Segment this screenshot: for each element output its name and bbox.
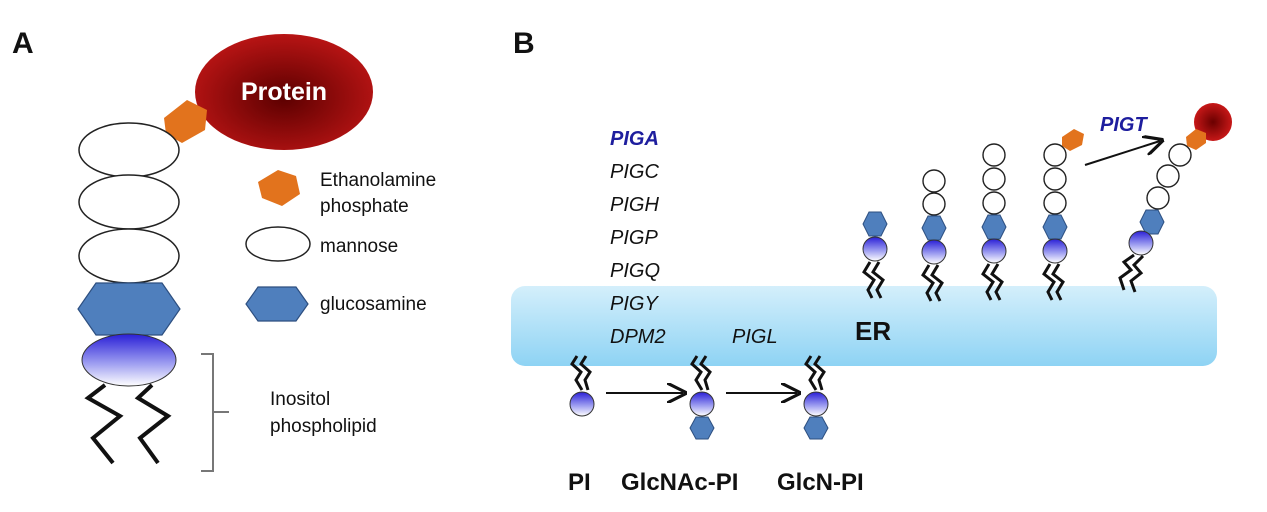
- molecule-glcn-pi: [803, 355, 829, 440]
- legend-glucosamine-icon: [245, 286, 309, 322]
- inositol-ellipse: [81, 333, 177, 387]
- gene-pigc: PIGC: [610, 161, 659, 183]
- er-membrane: [511, 286, 1217, 366]
- legend-mannose-label: mannose: [320, 236, 398, 257]
- legend-ethanolamine-line2: phosphate: [320, 196, 409, 217]
- glucosamine-hexagon: [77, 282, 181, 336]
- stage-label-pi: PI: [568, 469, 591, 496]
- arrow-pigt: [1084, 141, 1160, 166]
- stage-label-glcnac-pi: GlcNAc-PI: [621, 469, 738, 496]
- gene-pigt: PIGT: [1100, 114, 1148, 136]
- gene-pigl: PIGL: [732, 326, 778, 348]
- mannose-3: [78, 228, 180, 284]
- phospholipid-label: phospholipid: [270, 416, 377, 437]
- intermediate-luminal-4: [1042, 129, 1084, 301]
- gene-pigh: PIGH: [610, 194, 659, 216]
- legend-mannose-icon: [245, 226, 311, 262]
- lipid-tail-right: [134, 383, 172, 465]
- intermediate-luminal-2: [921, 169, 947, 302]
- ethanolamine-phosphate-shape: [164, 100, 207, 143]
- mannose-1: [78, 122, 180, 178]
- lipid-tail-left: [84, 383, 124, 465]
- legend-ethanolamine-icon: [258, 170, 300, 206]
- intermediate-luminal-1: [862, 211, 888, 299]
- legend-glucosamine-label: glucosamine: [320, 294, 427, 315]
- intermediate-luminal-3: [981, 143, 1007, 301]
- gene-pigp: PIGP: [610, 227, 658, 249]
- molecule-glcnac-pi: [689, 355, 715, 440]
- er-label: ER: [855, 316, 891, 346]
- panel-label-b: B: [513, 27, 535, 60]
- mannose-2: [78, 174, 180, 230]
- gene-piga: PIGA: [610, 128, 659, 150]
- legend-ethanolamine-line1: Ethanolamine: [320, 170, 436, 191]
- gene-pigq: PIGQ: [610, 260, 660, 282]
- panel-label-a: A: [12, 27, 34, 60]
- inositol-label: Inositol: [270, 389, 330, 410]
- protein-label: Protein: [241, 78, 327, 106]
- lipid-bracket: [201, 353, 229, 472]
- molecule-pi: [569, 355, 595, 417]
- protein-ellipse: [195, 34, 373, 150]
- gene-pigy: PIGY: [610, 293, 659, 315]
- gene-dpm2: DPM2: [610, 326, 666, 348]
- stage-label-glcn-pi: GlcN-PI: [777, 469, 864, 496]
- gpi-anchored-protein: [1118, 103, 1232, 293]
